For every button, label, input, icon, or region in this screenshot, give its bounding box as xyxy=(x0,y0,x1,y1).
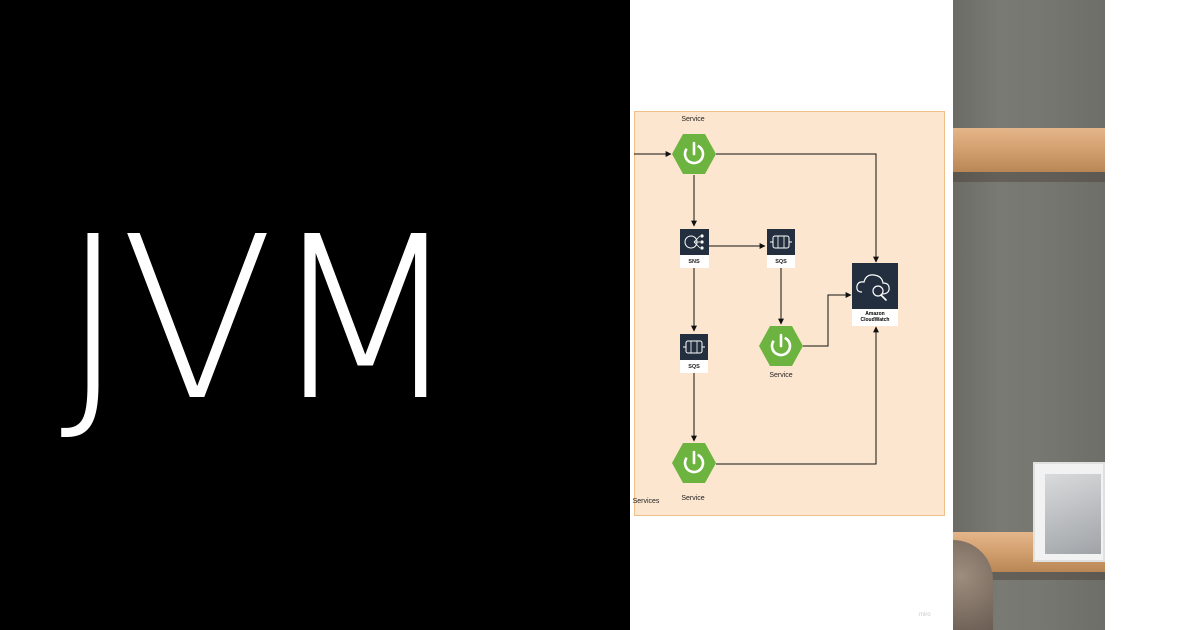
service-bottom-label: Service xyxy=(681,495,705,502)
power-icon xyxy=(759,326,803,366)
cloudwatch-icon xyxy=(852,263,898,309)
jvm-title-panel: JVM xyxy=(0,0,630,630)
edge-service-mid-to-cloudwatch xyxy=(803,292,852,347)
jvm-title: JVM xyxy=(60,189,462,451)
sns-icon xyxy=(680,229,709,255)
sqs-left-label: SQS xyxy=(688,364,700,370)
miro-watermark: miro xyxy=(919,612,931,618)
cloudwatch-label-line1: Amazon xyxy=(865,311,885,317)
sqs-icon xyxy=(680,334,708,360)
sns-label: SNS xyxy=(688,259,700,265)
edge-service-bottom-to-cloudwatch xyxy=(716,326,879,465)
service-mid-label: Service xyxy=(769,372,793,379)
background-photo xyxy=(953,0,1105,630)
services-edge-label: Services xyxy=(632,498,660,505)
picture-frame xyxy=(1033,462,1105,562)
sqs-icon xyxy=(767,229,795,255)
picture-frame-photo xyxy=(1045,474,1101,554)
sqs-right-label: SQS xyxy=(775,259,787,265)
wooden-shelf-top xyxy=(953,128,1105,172)
shelf-shadow-top xyxy=(953,172,1105,182)
cloudwatch-caption: Amazon CloudWatch xyxy=(852,309,898,326)
right-margin xyxy=(1105,0,1200,630)
cloudwatch-label-line2: CloudWatch xyxy=(860,317,890,323)
service-top-label: Service xyxy=(681,116,705,123)
power-icon xyxy=(672,443,716,483)
shelf-shadow-bottom xyxy=(953,572,1105,580)
edge-service-top-to-cloudwatch xyxy=(716,153,879,263)
power-icon xyxy=(672,134,716,174)
